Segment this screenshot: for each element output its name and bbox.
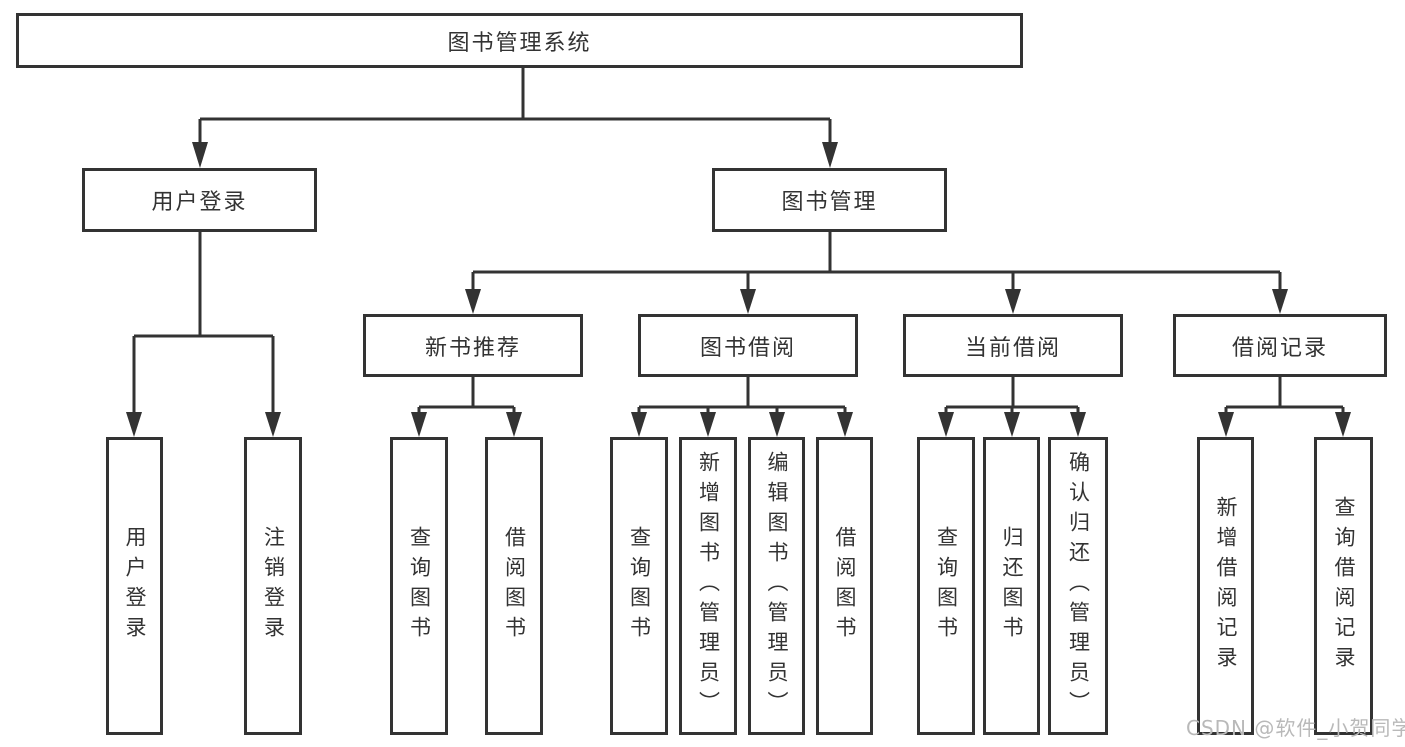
node-label: 当前借阅 xyxy=(964,335,1061,361)
node-label: 确认归还（管理员） xyxy=(1066,451,1091,721)
node-label: 借阅记录 xyxy=(1231,335,1328,361)
csdn-watermark: CSDN @软件_小贺同学 xyxy=(1186,716,1405,740)
connector-book-mgmt-children xyxy=(471,232,1282,296)
arrowheads-records-children xyxy=(1218,412,1351,437)
node-add-borrow-record: 新增借阅记录 xyxy=(1197,437,1254,735)
arrowheads-recommend-children xyxy=(411,412,522,437)
node-return-book: 归还图书 xyxy=(983,437,1040,735)
node-label: 查询借阅记录 xyxy=(1332,496,1356,676)
connector-root-to-level1 xyxy=(198,68,832,150)
connector-user-login-children xyxy=(132,232,275,420)
node-query-books-borrow: 查询图书 xyxy=(610,437,668,735)
node-label: 归还图书 xyxy=(1000,526,1024,646)
node-library-management-system: 图书管理系统 xyxy=(16,13,1023,68)
arrowheads-current-children xyxy=(938,412,1086,437)
node-label: 新增图书（管理员） xyxy=(696,451,721,721)
connector-borrow-children xyxy=(637,377,847,420)
node-add-book-admin: 新增图书（管理员） xyxy=(679,437,737,735)
node-label: 借阅图书 xyxy=(833,526,857,646)
arrowheads-borrow-children xyxy=(631,412,853,437)
node-label: 用户登录 xyxy=(123,526,147,646)
node-borrow-books-recommend: 借阅图书 xyxy=(485,437,543,735)
node-label: 借阅图书 xyxy=(502,526,527,646)
node-label: 图书借阅 xyxy=(699,335,796,361)
node-confirm-return-admin: 确认归还（管理员） xyxy=(1048,437,1108,735)
node-query-borrow-record: 查询借阅记录 xyxy=(1314,437,1373,735)
node-label: 新书推荐 xyxy=(424,335,521,361)
node-label: 图书管理 xyxy=(781,190,878,215)
node-borrow-records: 借阅记录 xyxy=(1173,314,1387,377)
node-label: 图书管理系统 xyxy=(447,30,592,56)
node-label: 查询图书 xyxy=(934,526,959,646)
node-query-books-recommend: 查询图书 xyxy=(390,437,448,735)
connector-recommend-children xyxy=(417,377,516,420)
arrowheads-level2 xyxy=(465,289,1288,314)
node-user-login: 用户登录 xyxy=(82,168,317,232)
node-query-books-current: 查询图书 xyxy=(917,437,975,735)
node-label: 查询图书 xyxy=(407,526,432,646)
node-leaf-logout: 注销登录 xyxy=(244,437,302,735)
node-book-borrow: 图书借阅 xyxy=(638,314,858,377)
node-edit-book-admin: 编辑图书（管理员） xyxy=(748,437,805,735)
node-current-borrow: 当前借阅 xyxy=(903,314,1123,377)
arrowheads-user-login-children xyxy=(126,412,281,437)
node-book-management: 图书管理 xyxy=(712,168,947,232)
node-new-book-recommend: 新书推荐 xyxy=(363,314,583,377)
node-label: 新增借阅记录 xyxy=(1214,496,1238,676)
node-label: 用户登录 xyxy=(151,190,248,215)
node-leaf-user-login: 用户登录 xyxy=(106,437,163,735)
node-borrow-books-borrow: 借阅图书 xyxy=(816,437,873,735)
arrowheads-level1 xyxy=(192,142,838,168)
node-label: 查询图书 xyxy=(627,526,652,646)
connector-records-children xyxy=(1224,377,1345,420)
node-label: 编辑图书（管理员） xyxy=(765,451,789,721)
node-label: 注销登录 xyxy=(261,526,286,646)
